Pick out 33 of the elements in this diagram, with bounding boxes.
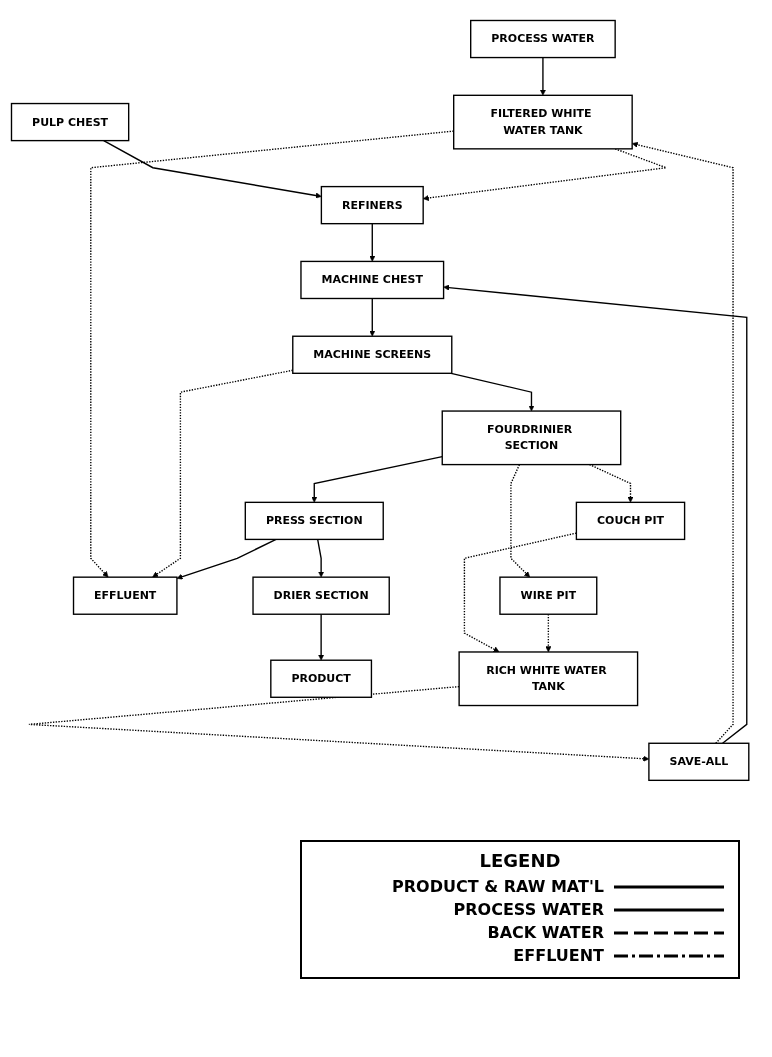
node-box: MACHINE SCREENS bbox=[292, 335, 453, 374]
node-box: COUCH PIT bbox=[575, 501, 686, 540]
arrow bbox=[510, 463, 531, 577]
arrow bbox=[450, 372, 535, 411]
arrow bbox=[311, 455, 443, 503]
legend-text: PRODUCT & RAW MAT'L bbox=[392, 877, 604, 896]
node-box: DRIER SECTION bbox=[252, 576, 390, 615]
node-box: MACHINE CHEST bbox=[300, 260, 445, 299]
legend-title: LEGEND bbox=[478, 850, 562, 871]
arrow bbox=[103, 139, 322, 199]
node-box: FOURDRINIER SECTION bbox=[441, 409, 622, 465]
arrow bbox=[369, 297, 376, 337]
arrow bbox=[316, 538, 325, 577]
node-box: PROCESS WATER bbox=[470, 19, 616, 58]
arrow bbox=[443, 284, 748, 744]
arrow bbox=[545, 613, 552, 652]
node-box: RICH WHITE WATER TANK bbox=[458, 650, 639, 706]
arrow bbox=[539, 56, 546, 96]
node-box: WIRE PIT bbox=[499, 576, 598, 615]
node-box: PRODUCT bbox=[270, 659, 373, 698]
node-box: PULP CHEST bbox=[10, 102, 130, 141]
legend-text: BACK WATER bbox=[487, 923, 604, 942]
node-box: PRESS SECTION bbox=[244, 501, 384, 540]
node-box: FILTERED WHITE WATER TANK bbox=[453, 94, 633, 150]
legend-text: EFFLUENT bbox=[513, 946, 604, 965]
arrow bbox=[369, 222, 376, 262]
legend-text: PROCESS WATER bbox=[453, 900, 604, 919]
node-box: SAVE-ALL bbox=[648, 742, 750, 781]
node-box: EFFLUENT bbox=[72, 576, 178, 615]
arrow bbox=[176, 538, 277, 580]
arrow bbox=[588, 463, 634, 503]
node-box: REFINERS bbox=[320, 185, 424, 224]
arrow bbox=[318, 613, 325, 661]
